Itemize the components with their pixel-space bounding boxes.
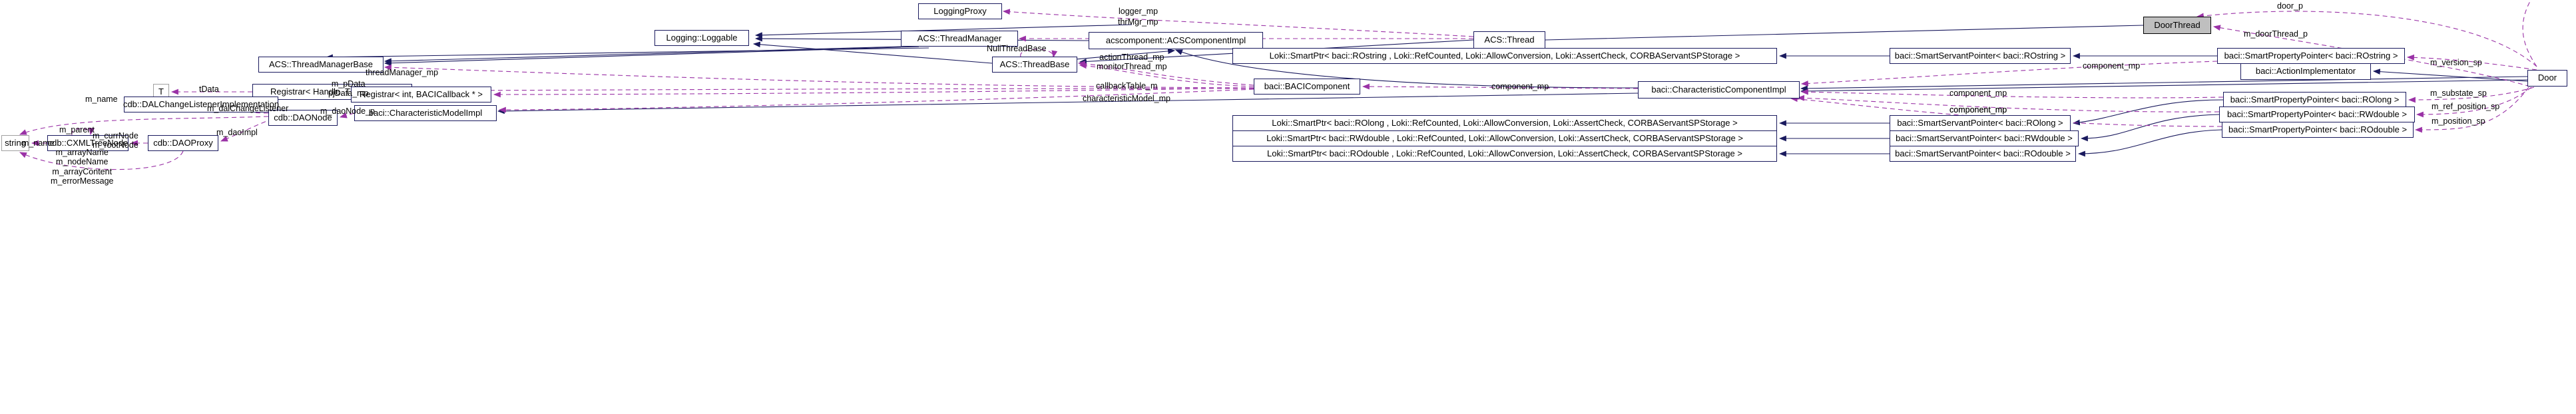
edge-label-m_version_sp: m_version_sp (2430, 58, 2482, 67)
class-node-label: T (158, 86, 164, 97)
class-node-label: Door (2537, 73, 2557, 83)
class-node-label: baci::SmartServantPointer< baci::ROlong … (1897, 117, 2063, 128)
class-node-label: baci::SmartPropertyPointer< baci::RWdoub… (2226, 108, 2407, 119)
class-node-label: baci::CharacteristicModelImpl (368, 107, 483, 118)
class-node-loki_rwdouble[interactable]: Loki::SmartPtr< baci::RWdouble , Loki::R… (1232, 130, 1777, 146)
class-node-acs_threadmanager[interactable]: ACS::ThreadManager (901, 31, 1018, 47)
class-node-spp_rolong[interactable]: baci::SmartPropertyPointer< baci::ROlong… (2223, 92, 2406, 108)
edge-label-m_name_top: m_name (85, 95, 118, 104)
edge-label-component_mp_4: component_mp (1949, 105, 2007, 114)
class-node-baci_actionimpl[interactable]: baci::ActionImplementator (2240, 63, 2371, 80)
edge-label-m_dalchangelistener: m_dalChangeListener (207, 104, 289, 113)
class-node-label: baci::ActionImplementator (2255, 66, 2356, 77)
class-node-label: ACS::ThreadManagerBase (268, 59, 374, 69)
class-node-spp_rwdouble[interactable]: baci::SmartPropertyPointer< baci::RWdoub… (2219, 106, 2415, 122)
class-node-ssp_rwdouble[interactable]: baci::SmartServantPointer< baci::RWdoubl… (1890, 130, 2079, 146)
class-node-cdb_dalchange[interactable]: cdb::DALChangeListenerImplementation (123, 97, 280, 112)
class-node-label: LoggingProxy (933, 5, 987, 16)
edge-label-door_p: door_p (2277, 1, 2303, 11)
class-node-door[interactable]: Door (2527, 70, 2567, 87)
edge-label-thrmgr_mp: thrMgr_mp (1118, 17, 1159, 27)
class-node-loki_rodouble[interactable]: Loki::SmartPtr< baci::ROdouble , Loki::R… (1232, 146, 1777, 162)
edge-label-nullthreadbase: NullThreadBase (987, 44, 1047, 53)
class-node-label: baci::SmartServantPointer< baci::ROstrin… (1894, 50, 2066, 61)
class-node-label: baci::SmartServantPointer< baci::ROdoubl… (1895, 148, 2071, 158)
edge-label-tdata: tData (199, 85, 219, 94)
edge-label-m_name_left: m_name (22, 138, 55, 148)
class-node-string_ext[interactable]: string (1, 135, 29, 151)
class-node-logging_loggable[interactable]: Logging::Loggable (654, 30, 749, 46)
class-node-label: baci::CharacteristicComponentImpl (1651, 84, 1786, 95)
class-node-cdb_cxmltreenode[interactable]: cdb::CXMLTreeNode (47, 135, 129, 151)
edge-label-m_doorthread_p: m_doorThread_p (2244, 29, 2308, 39)
class-node-label: baci::SmartPropertyPointer< baci::ROstri… (2224, 50, 2398, 61)
class-node-acscomponentimpl[interactable]: acscomponent::ACSComponentImpl (1089, 32, 1263, 49)
class-node-label: Loki::SmartPtr< baci::RWdouble , Loki::R… (1266, 132, 1743, 143)
class-node-label: ACS::ThreadBase (999, 59, 1070, 69)
edge-label-component_mp_2: component_mp (1491, 82, 1549, 91)
class-node-label: cdb::DALChangeListenerImplementation (123, 99, 280, 109)
class-node-label: acscomponent::ACSComponentImpl (1105, 35, 1246, 45)
class-node-label: cdb::DAOProxy (153, 137, 213, 148)
class-node-label: baci::SmartServantPointer< baci::RWdoubl… (1896, 132, 2073, 143)
class-node-label: cdb::DAONode (274, 112, 332, 122)
edge-label-m_substate_sp: m_substate_sp (2430, 89, 2487, 98)
class-node-acs_threadbase[interactable]: ACS::ThreadBase (992, 57, 1077, 73)
edge-label-component_mp_5: component_mp (1949, 105, 2007, 114)
class-node-ssp_rostring[interactable]: baci::SmartServantPointer< baci::ROstrin… (1890, 48, 2071, 64)
class-node-label: Loki::SmartPtr< baci::ROstring , Loki::R… (1269, 50, 1740, 61)
class-node-label: Registrar< int, BACICallback * > (360, 89, 483, 99)
class-node-spp_rodouble[interactable]: baci::SmartPropertyPointer< baci::ROdoub… (2222, 122, 2414, 138)
class-node-registrar_int[interactable]: Registrar< int, BACICallback * > (351, 87, 491, 103)
edge-label-characteristicmodel_mp: characteristicModel_mp (1083, 94, 1170, 103)
class-node-spp_rostring[interactable]: baci::SmartPropertyPointer< baci::ROstri… (2217, 48, 2405, 64)
edge-label-m_pdata: m_pData pjData_mp (328, 79, 369, 99)
class-node-label: Loki::SmartPtr< baci::ROlong , Loki::Ref… (1272, 117, 1738, 128)
edge-label-m_parent: m_parent (59, 125, 95, 134)
class-node-loggingproxy[interactable]: LoggingProxy (918, 3, 1002, 19)
edge-label-m_position_sp: m_position_sp (2432, 116, 2485, 126)
edge-label-logger_mp: logger_mp (1119, 7, 1159, 16)
class-node-label: baci::SmartPropertyPointer< baci::ROlong… (2230, 94, 2400, 104)
edge-label-callbacktable_m: callbackTable_m (1096, 81, 1158, 91)
edge-label-actionthread_mp: actionThread_mp monitorThread_mp (1097, 53, 1167, 72)
class-node-label: ACS::ThreadManager (917, 33, 1002, 43)
edge-label-component_mp_1: component_mp (2083, 61, 2141, 71)
class-node-label: ACS::Thread (1484, 34, 1535, 45)
class-node-label: cdb::CXMLTreeNode (47, 137, 129, 148)
edge-label-m_daoimpl: m_daoImpl (216, 128, 258, 137)
class-node-label: Loki::SmartPtr< baci::ROdouble , Loki::R… (1267, 148, 1742, 158)
class-node-label: baci::SmartPropertyPointer< baci::ROdoub… (2228, 124, 2408, 134)
class-node-cdb_daoproxy[interactable]: cdb::DAOProxy (148, 135, 218, 151)
class-node-baci_bacicomponent[interactable]: baci::BACIComponent (1254, 79, 1360, 95)
class-node-ssp_rolong[interactable]: baci::SmartServantPointer< baci::ROlong … (1890, 115, 2071, 131)
class-node-label: DoorThread (2154, 19, 2200, 30)
edge-label-component_mp_3: component_mp (1949, 89, 2007, 98)
class-node-loki_rolong[interactable]: Loki::SmartPtr< baci::ROlong , Loki::Ref… (1232, 115, 1777, 131)
class-node-label: Logging::Loggable (666, 32, 738, 43)
class-node-acs_thread[interactable]: ACS::Thread (1473, 31, 1545, 49)
class-node-charcompimpl[interactable]: baci::CharacteristicComponentImpl (1638, 81, 1800, 99)
class-node-ssp_rodouble[interactable]: baci::SmartServantPointer< baci::ROdoubl… (1890, 146, 2076, 162)
class-node-label: string (5, 137, 26, 148)
edge-label-threadmanager_mp: threadManager_mp (366, 68, 439, 77)
edge-label-m_arrayname: m_arrayName m_nodeName m_arrayContent m_… (51, 148, 114, 186)
edge-label-m_ref_position_sp: m_ref_position_sp (2432, 102, 2500, 111)
edge-label-m_daonode_p: m_daoNode_p (320, 106, 376, 116)
class-node-loki_rostring[interactable]: Loki::SmartPtr< baci::ROstring , Loki::R… (1232, 48, 1777, 64)
class-node-doorthread[interactable]: DoorThread (2143, 17, 2211, 34)
class-node-acs_threadmanagerbase[interactable]: ACS::ThreadManagerBase (258, 57, 384, 73)
class-node-charmodelimpl[interactable]: baci::CharacteristicModelImpl (354, 105, 497, 121)
edge-label-m_currnode: m_currNode m_rootNode (93, 131, 138, 150)
class-node-label: baci::BACIComponent (1264, 81, 1350, 91)
